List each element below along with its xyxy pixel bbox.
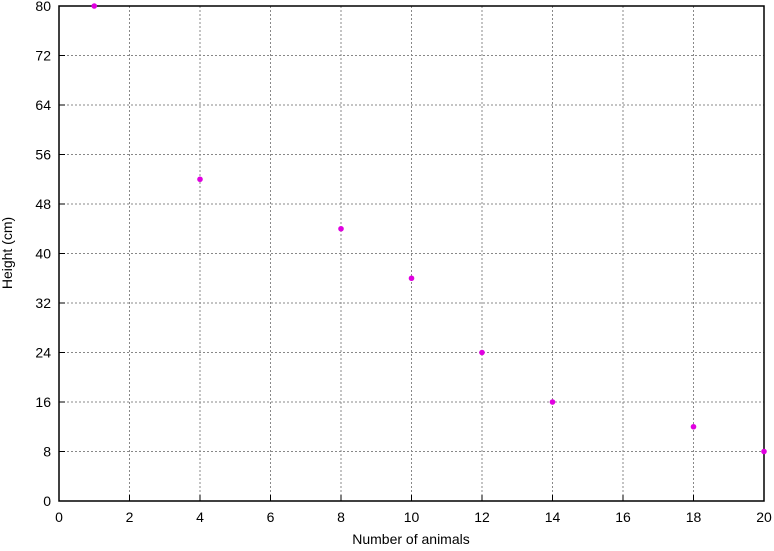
grid <box>59 6 764 501</box>
x-tick-label: 0 <box>55 509 63 525</box>
x-tick-label: 8 <box>337 509 345 525</box>
y-tick-label: 64 <box>35 97 51 113</box>
y-tick-label: 80 <box>35 0 51 14</box>
y-tick-label: 72 <box>35 48 51 64</box>
plot-frame <box>58 5 765 502</box>
y-tick-label: 0 <box>43 493 51 509</box>
y-tick-label: 8 <box>43 444 51 460</box>
x-tick-label: 18 <box>686 509 702 525</box>
x-tick-label: 6 <box>267 509 275 525</box>
y-tick-label: 32 <box>35 295 51 311</box>
data-point <box>690 423 697 430</box>
data-point <box>91 3 98 9</box>
y-tick-label: 16 <box>35 394 51 410</box>
data-point <box>197 176 203 183</box>
data-point <box>479 349 485 356</box>
x-tick-label: 4 <box>196 509 204 525</box>
points <box>91 3 767 455</box>
x-axis-label: Number of animals <box>352 531 470 546</box>
x-tick-label: 12 <box>474 509 490 525</box>
y-tick-label: 48 <box>35 196 51 212</box>
y-tick-label: 24 <box>35 345 51 361</box>
y-tick-label: 40 <box>35 246 51 262</box>
data-point <box>408 275 415 282</box>
x-tick-label: 10 <box>404 509 420 525</box>
x-tick-label: 2 <box>126 509 134 525</box>
x-tick-label: 16 <box>615 509 631 525</box>
y-axis-label: Height (cm) <box>0 217 15 289</box>
data-point <box>761 448 767 455</box>
x-tick-label: 20 <box>756 509 772 525</box>
data-point <box>549 399 556 405</box>
x-tick-label: 14 <box>545 509 561 525</box>
data-point <box>338 225 344 232</box>
y-tick-label: 56 <box>35 147 51 163</box>
